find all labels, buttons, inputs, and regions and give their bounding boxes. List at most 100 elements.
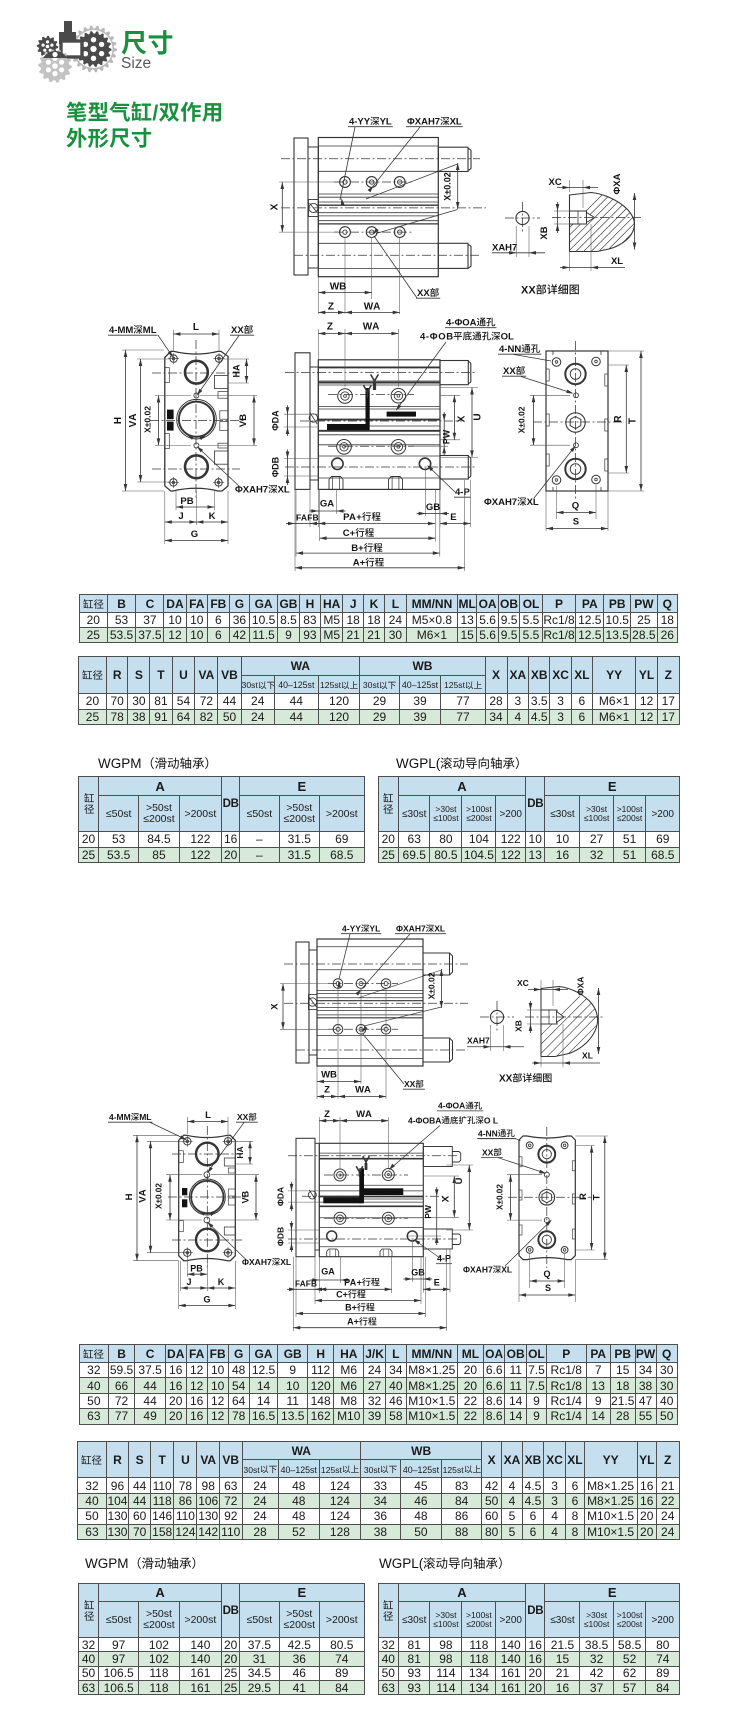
svg-text:ΦDA: ΦDA — [276, 1187, 286, 1206]
svg-text:4-ΦOB: 4-ΦOB — [420, 332, 453, 343]
svg-text:HA: HA — [235, 1146, 245, 1158]
svg-text:4-ΦOBA: 4-ΦOBA — [408, 1115, 441, 1125]
svg-text:Z: Z — [327, 322, 333, 333]
svg-text:T: T — [628, 418, 639, 424]
svg-text:Q: Q — [572, 501, 579, 512]
svg-text:YL: YL — [380, 117, 392, 128]
svg-text:WA: WA — [364, 302, 381, 313]
svg-text:4-MM: 4-MM — [109, 1112, 131, 1122]
svg-text:XL: XL — [278, 485, 290, 496]
svg-text:XL: XL — [611, 256, 623, 267]
svg-text:ΦDB: ΦDB — [271, 456, 281, 477]
svg-text:L: L — [205, 1110, 211, 1121]
svg-text:ΦXAH7: ΦXAH7 — [463, 1265, 493, 1275]
svg-text:ΦXAH7: ΦXAH7 — [396, 924, 426, 934]
svg-text:X±0.02: X±0.02 — [496, 1184, 505, 1210]
svg-text:4-NN: 4-NN — [499, 344, 521, 355]
svg-text:XAH7: XAH7 — [467, 1036, 490, 1046]
svg-text:G: G — [204, 1295, 211, 1305]
svg-text:ML: ML — [139, 1112, 151, 1122]
svg-text:B+: B+ — [345, 1303, 357, 1313]
svg-text:ΦDA: ΦDA — [271, 410, 281, 431]
svg-text:ΦXA: ΦXA — [576, 977, 586, 996]
svg-text:X: X — [457, 415, 468, 422]
svg-text:XX: XX — [521, 285, 536, 297]
svg-text:XX: XX — [237, 1112, 249, 1122]
svg-text:GB: GB — [411, 1268, 425, 1278]
svg-text:PB: PB — [190, 1264, 203, 1274]
svg-text:4-NN: 4-NN — [478, 1128, 498, 1138]
svg-text:XL: XL — [450, 117, 462, 128]
svg-text:XL: XL — [280, 1257, 291, 1267]
svg-text:ΦXAH7: ΦXAH7 — [242, 1257, 272, 1267]
svg-text:4-YY: 4-YY — [349, 117, 371, 128]
svg-text:XX: XX — [499, 1074, 513, 1085]
svg-text:XL: XL — [501, 1265, 512, 1275]
svg-text:R: R — [613, 415, 624, 423]
svg-text:VB: VB — [241, 1190, 251, 1203]
svg-text:XAH7: XAH7 — [492, 243, 517, 254]
svg-text:J: J — [178, 511, 183, 522]
svg-text:HA: HA — [232, 364, 242, 378]
svg-text:S: S — [573, 517, 579, 528]
svg-text:X: X — [441, 1195, 452, 1202]
svg-text:WA: WA — [363, 322, 380, 333]
svg-text:PW: PW — [442, 429, 452, 444]
svg-text:X±0.02: X±0.02 — [143, 406, 153, 433]
svg-text:U: U — [454, 1177, 465, 1184]
svg-text:/: / — [152, 101, 158, 125]
svg-text:FAFB: FAFB — [296, 513, 319, 523]
svg-text:OL: OL — [484, 1115, 498, 1125]
svg-text:G: G — [191, 529, 198, 540]
svg-text:Z: Z — [324, 1085, 330, 1096]
svg-text:ΦXAH7: ΦXAH7 — [484, 497, 517, 508]
svg-text:GB: GB — [426, 502, 440, 513]
svg-text:E: E — [450, 512, 456, 523]
svg-text:VB: VB — [238, 414, 249, 427]
svg-text:U: U — [473, 413, 484, 420]
svg-text:PA+: PA+ — [344, 1277, 362, 1287]
svg-text:X±0.02: X±0.02 — [155, 1183, 164, 1209]
svg-text:XB: XB — [514, 1020, 524, 1032]
svg-text:VA: VA — [128, 414, 139, 428]
svg-text:WA: WA — [356, 1109, 372, 1120]
svg-text:T: T — [592, 1194, 603, 1200]
svg-text:XL: XL — [582, 1051, 593, 1061]
svg-text:FAFB: FAFB — [295, 1279, 317, 1288]
svg-text:4-YY: 4-YY — [342, 924, 361, 934]
svg-text:K: K — [209, 511, 216, 522]
svg-text:4-P: 4-P — [437, 1254, 451, 1264]
svg-text:E: E — [434, 1278, 440, 1288]
svg-text:ML: ML — [143, 325, 157, 336]
svg-text:H: H — [124, 1193, 135, 1200]
svg-text:GA: GA — [320, 499, 334, 510]
svg-text:C+: C+ — [336, 1290, 348, 1300]
svg-text:XX: XX — [231, 325, 244, 336]
svg-text:A+: A+ — [347, 1317, 359, 1327]
svg-text:WB: WB — [330, 282, 347, 293]
svg-text:J: J — [187, 1277, 192, 1287]
svg-text:A+: A+ — [353, 558, 366, 569]
svg-text:Z: Z — [324, 1109, 330, 1120]
svg-text:4-P: 4-P — [455, 487, 470, 498]
svg-text:XL: XL — [527, 497, 539, 508]
svg-text:ΦDB: ΦDB — [276, 1227, 286, 1246]
svg-text:X±0.02: X±0.02 — [443, 172, 453, 201]
svg-text:PW: PW — [423, 1204, 433, 1219]
svg-text:L: L — [193, 322, 199, 333]
svg-text:PB: PB — [180, 496, 193, 507]
svg-text:XX: XX — [503, 366, 516, 377]
svg-text:K: K — [218, 1277, 225, 1287]
svg-text:ΦXAH7: ΦXAH7 — [235, 485, 268, 496]
svg-text:4-ΦOA: 4-ΦOA — [438, 1101, 465, 1111]
svg-text:GA: GA — [321, 1267, 335, 1277]
svg-text:Q: Q — [544, 1269, 551, 1279]
svg-text:R: R — [578, 1193, 589, 1200]
svg-text:X±0.02: X±0.02 — [517, 406, 527, 433]
svg-text:PA+: PA+ — [343, 512, 362, 523]
svg-text:H: H — [113, 417, 124, 424]
svg-text:XX: XX — [417, 288, 430, 299]
svg-text:4-ΦOA: 4-ΦOA — [446, 318, 477, 329]
svg-text:X±0.02: X±0.02 — [427, 972, 437, 999]
svg-text:X: X — [270, 1003, 281, 1010]
